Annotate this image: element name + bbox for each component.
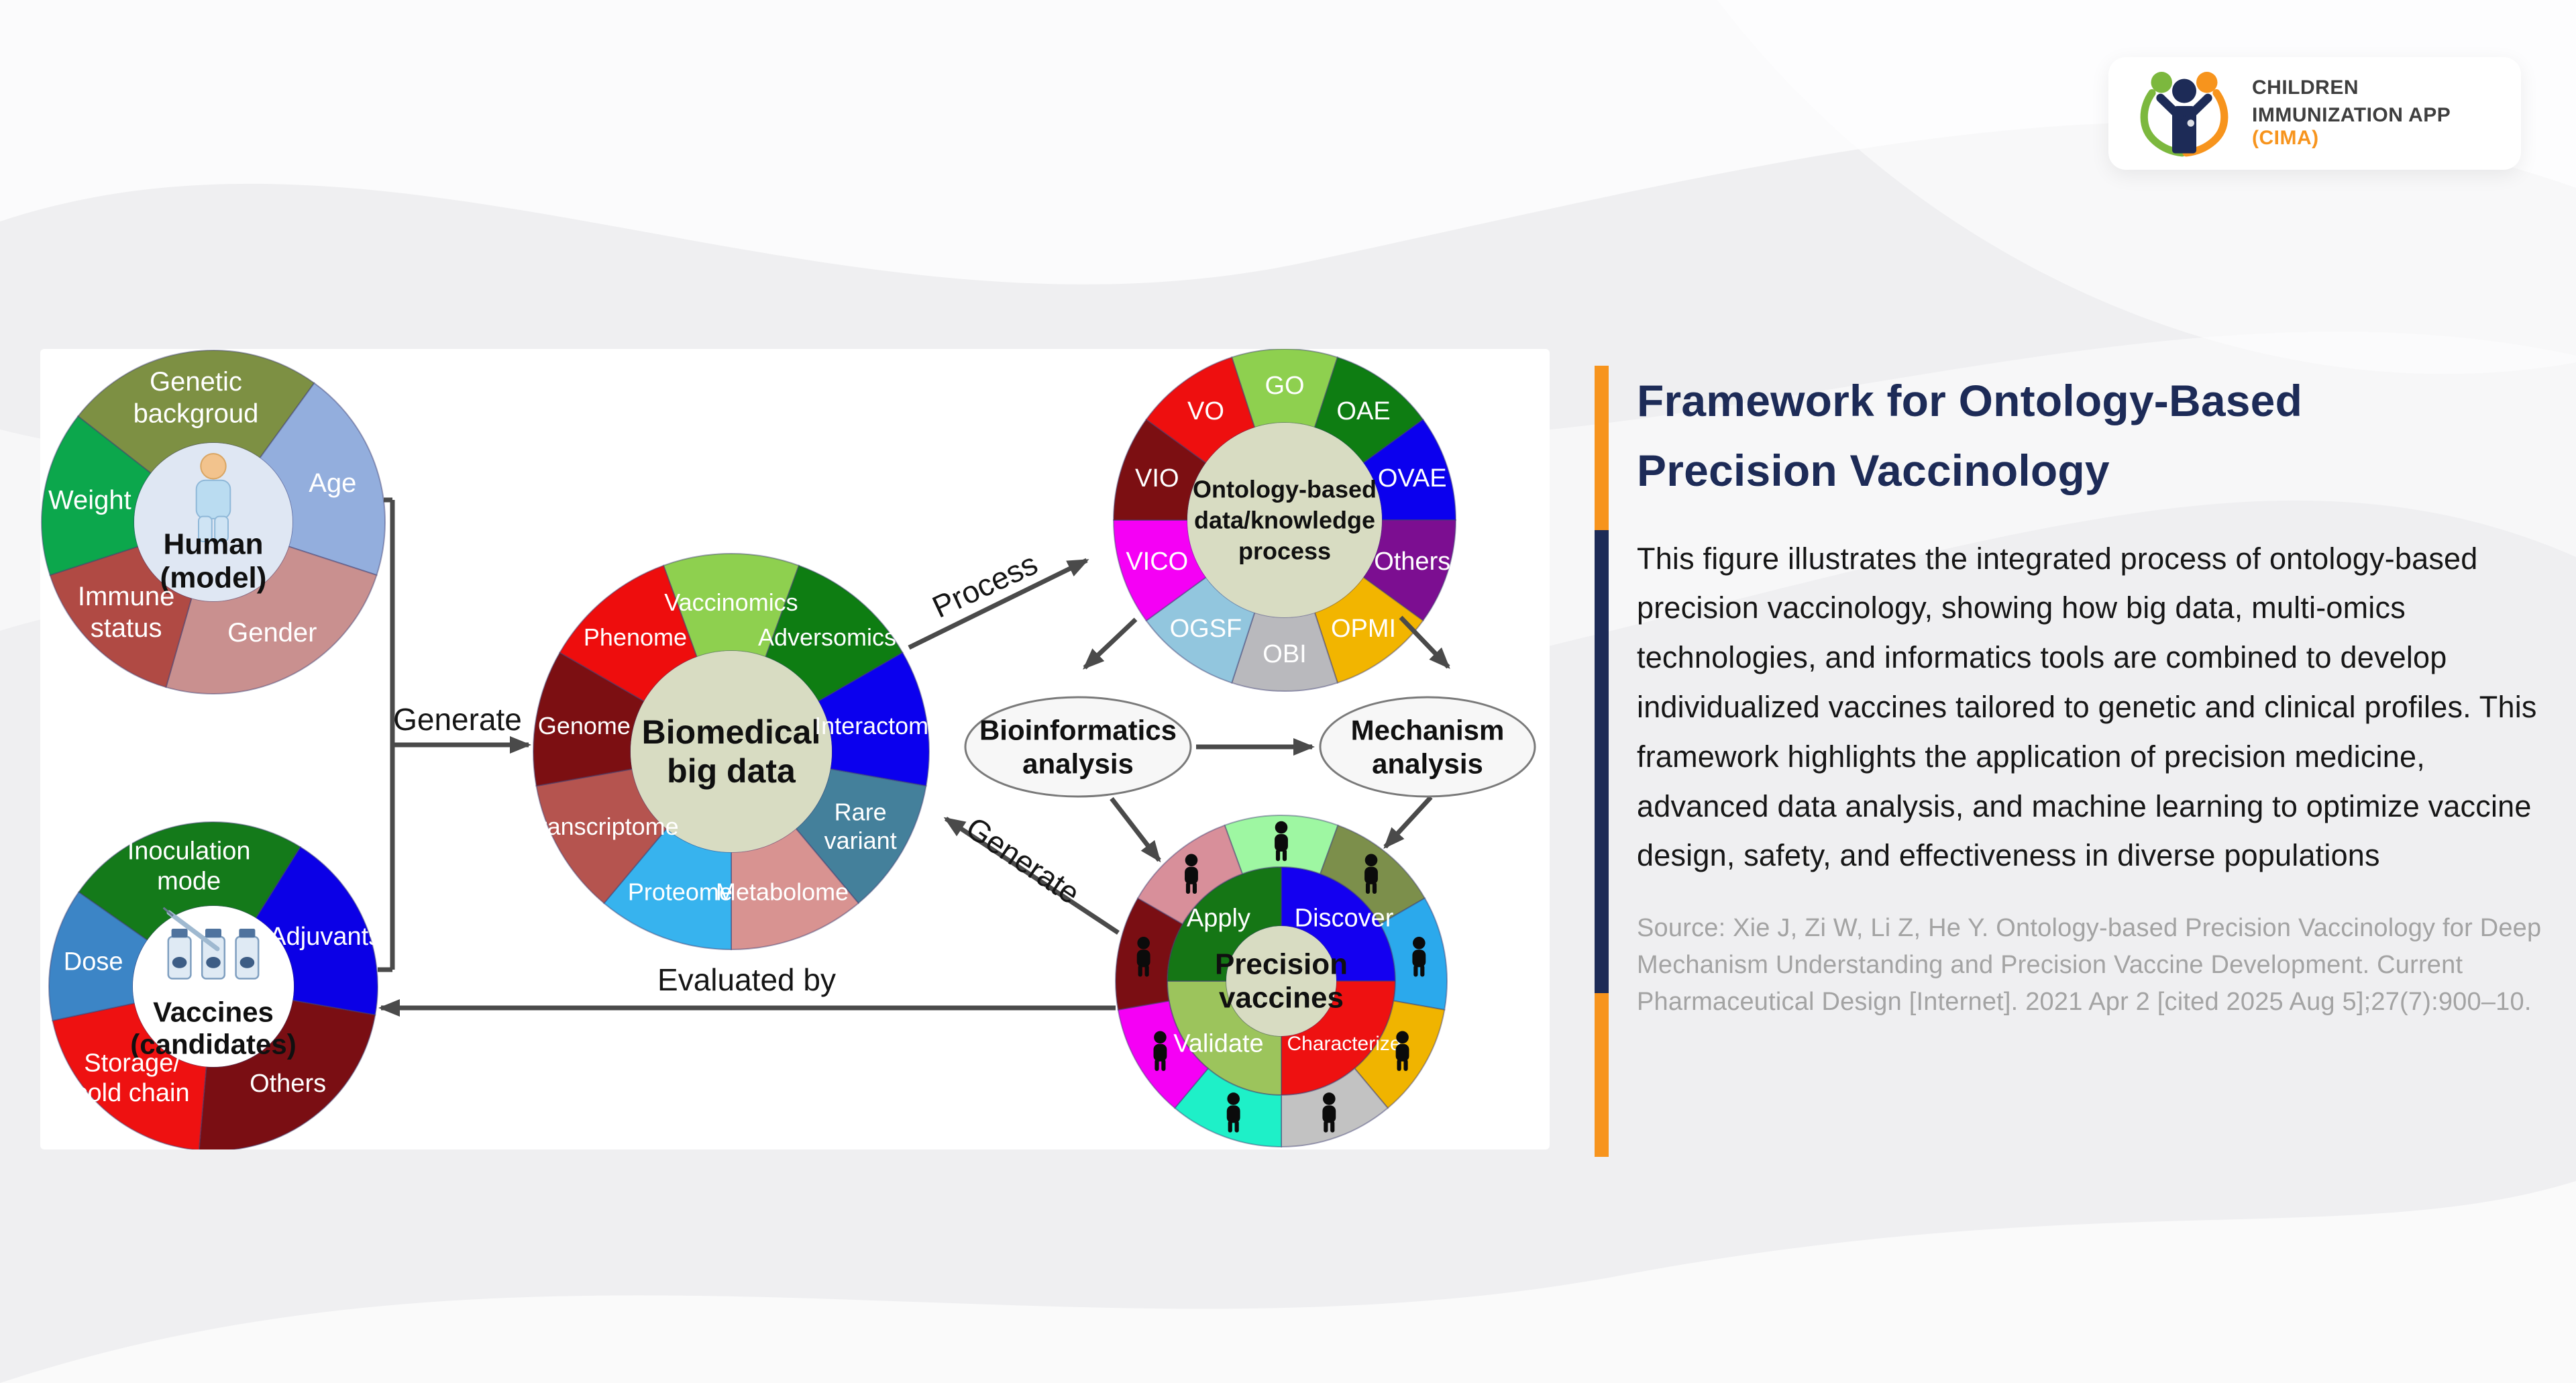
svg-text:Discover: Discover	[1295, 904, 1394, 932]
svg-text:Ontology-based: Ontology-based	[1193, 476, 1377, 503]
svg-text:Bioinformatics: Bioinformatics	[979, 715, 1177, 746]
svg-text:Validate: Validate	[1173, 1030, 1264, 1058]
svg-text:Characterize: Characterize	[1287, 1033, 1401, 1055]
svg-text:mode: mode	[157, 868, 221, 896]
arrow-ontology-to-bioinformatics	[1083, 617, 1138, 670]
svg-text:OBI: OBI	[1263, 640, 1306, 668]
arrow-bioinformatics-to-precision	[1110, 797, 1161, 863]
svg-text:Human: Human	[163, 528, 263, 561]
pregnant-woman-icon	[1185, 854, 1198, 894]
svg-text:GO: GO	[1265, 372, 1304, 400]
cima-logo-card[interactable]: CHILDREN IMMUNIZATION APP (CIMA)	[2108, 57, 2521, 170]
svg-text:process: process	[1238, 537, 1331, 565]
donut-vaccine-candidates: Vaccines(candidates) InoculationmodeAdjuv…	[48, 821, 381, 1149]
svg-text:Others: Others	[1374, 548, 1450, 576]
svg-text:Genome: Genome	[538, 712, 631, 739]
parent-child-icon	[1395, 1031, 1409, 1072]
svg-text:Adversomics: Adversomics	[758, 623, 896, 651]
svg-text:Precision: Precision	[1215, 948, 1348, 981]
svg-text:Vaccinomics: Vaccinomics	[664, 588, 798, 616]
svg-text:Biomedical: Biomedical	[642, 713, 821, 751]
accent-bar-title	[1595, 366, 1609, 530]
arrow-label: Generate	[960, 810, 1086, 911]
svg-text:(model): (model)	[160, 562, 267, 595]
page-title-line2: Precision Vaccinology	[1637, 446, 2110, 496]
svg-text:variant: variant	[824, 827, 897, 854]
svg-text:data/knowledge: data/knowledge	[1194, 507, 1375, 534]
arrow-process	[908, 558, 1089, 650]
svg-text:VO: VO	[1187, 397, 1224, 425]
logo-line2: IMMUNIZATION APP (CIMA)	[2252, 103, 2451, 150]
svg-text:Interactome: Interactome	[814, 712, 942, 739]
arrow-label: Generate	[393, 702, 522, 737]
svg-text:Age: Age	[309, 468, 356, 498]
svg-text:(candidates): (candidates)	[130, 1029, 296, 1060]
svg-text:analysis: analysis	[1372, 748, 1483, 780]
svg-text:OGSF: OGSF	[1170, 615, 1242, 643]
donut-ontology-process: Ontology-based data/knowledge process GO OAE…	[1112, 349, 1457, 692]
mother-baby-icon	[1153, 1031, 1167, 1072]
source-citation: Source: Xie J, Zi W, Li Z, He Y. Ontolog…	[1637, 914, 2542, 1017]
svg-text:backgroud: backgroud	[133, 399, 259, 428]
svg-text:Dose: Dose	[64, 948, 123, 976]
svg-text:Immune: Immune	[78, 582, 175, 611]
man-icon	[1136, 937, 1150, 977]
svg-text:vaccines: vaccines	[1219, 982, 1344, 1015]
svg-text:Metabolome: Metabolome	[716, 878, 849, 906]
baby-icon	[1275, 821, 1288, 862]
svg-text:OAE: OAE	[1336, 397, 1390, 425]
page-title-line1: Framework for Ontology-Based	[1637, 376, 2303, 425]
logo-cima-label: (CIMA)	[2252, 127, 2319, 150]
cima-logo-icon	[2134, 66, 2235, 162]
svg-text:Proteome: Proteome	[628, 878, 733, 906]
svg-text:Gender: Gender	[227, 618, 317, 648]
svg-text:Transcriptome: Transcriptome	[525, 813, 679, 840]
child-icon	[1226, 1092, 1240, 1133]
accent-bar-body	[1595, 530, 1609, 993]
svg-text:Others: Others	[250, 1070, 326, 1098]
svg-text:OPMI: OPMI	[1331, 615, 1396, 643]
woman-icon	[1322, 1092, 1336, 1133]
svg-text:analysis: analysis	[1022, 748, 1134, 780]
svg-text:cold chain: cold chain	[75, 1079, 190, 1107]
svg-text:big data: big data	[667, 752, 796, 790]
svg-text:Rare: Rare	[835, 799, 887, 826]
svg-text:VICO: VICO	[1126, 548, 1188, 576]
svg-text:Genetic: Genetic	[150, 367, 242, 397]
svg-text:Adjuvants: Adjuvants	[269, 923, 381, 951]
arrow-ontology-to-mechanism	[1399, 615, 1450, 669]
svg-text:Vaccines: Vaccines	[153, 996, 274, 1028]
svg-text:Phenome: Phenome	[584, 623, 687, 651]
arrow-label: Evaluated by	[657, 962, 836, 997]
accent-bar-source	[1595, 993, 1609, 1157]
svg-text:Storage/: Storage/	[84, 1049, 180, 1077]
svg-text:OVAE: OVAE	[1378, 464, 1447, 493]
elderly-person-icon	[1412, 937, 1426, 977]
pregnant-woman-icon	[1364, 854, 1378, 894]
svg-text:VIO: VIO	[1135, 464, 1179, 493]
arrow-mechanism-to-precision	[1383, 795, 1433, 849]
logo-line1: CHILDREN	[2252, 76, 2359, 99]
svg-text:Mechanism: Mechanism	[1351, 715, 1505, 746]
page-title: Framework for Ontology-Based Precision V…	[1637, 366, 2542, 506]
svg-text:status: status	[91, 613, 162, 643]
svg-text:Inoculation: Inoculation	[127, 837, 251, 866]
svg-text:Weight: Weight	[48, 486, 131, 515]
figure-description: This figure illustrates the integrated p…	[1637, 541, 2537, 873]
arrow-generate-to-bigdata-2	[943, 817, 1120, 935]
svg-text:Apply: Apply	[1187, 904, 1250, 932]
